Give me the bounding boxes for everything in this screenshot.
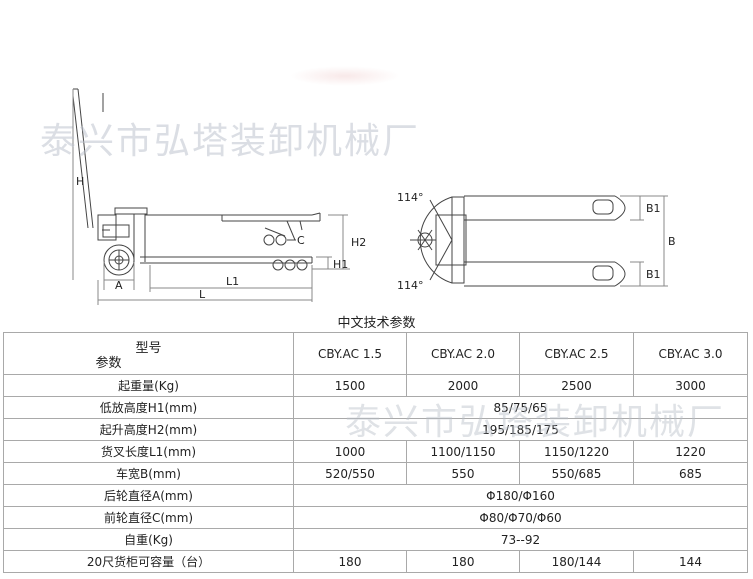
label-H2: H2 — [351, 236, 366, 249]
table-row: 低放高度H1(mm)85/75/65 — [3, 396, 748, 419]
table-caption: 中文技术参数 — [337, 316, 416, 331]
pallet-truck-drawing: H H2 H1 C A L1 L 114° 114° B B1 B1 — [72, 88, 676, 305]
label-angle-top: 114° — [397, 191, 424, 204]
merged-value-cell: Φ180/Φ160 — [293, 484, 748, 507]
param-name-cell: 起升高度H2(mm) — [3, 418, 294, 441]
label-B1-bottom: B1 — [646, 268, 661, 281]
spec-table: 型号 参数 CBY.AC 1.5 CBY.AC 2.0 CBY.AC 2.5 C… — [3, 332, 748, 573]
model-label: 型号 — [135, 341, 162, 356]
param-name-cell: 20尺货柜可容量（台） — [3, 550, 294, 573]
merged-value-cell: 73--92 — [293, 528, 748, 551]
param-name-cell: 后轮直径A(mm) — [3, 484, 294, 507]
merged-value-cell: 85/75/65 — [293, 396, 748, 419]
label-angle-bottom: 114° — [397, 279, 424, 292]
model-header: CBY.AC 2.0 — [406, 332, 520, 375]
model-header: CBY.AC 1.5 — [293, 332, 407, 375]
label-L1: L1 — [226, 275, 239, 288]
label-B1-top: B1 — [646, 202, 661, 215]
value-cell: 1500 — [293, 374, 407, 397]
label-B: B — [668, 235, 676, 248]
label-L: L — [199, 288, 206, 301]
value-cell: 1220 — [633, 440, 748, 463]
table-row: 后轮直径A(mm)Φ180/Φ160 — [3, 484, 748, 507]
merged-value-cell: 195/185/175 — [293, 418, 748, 441]
value-cell: 2000 — [406, 374, 520, 397]
label-A: A — [115, 279, 123, 292]
param-name-cell: 自重(Kg) — [3, 528, 294, 551]
param-name-cell: 前轮直径C(mm) — [3, 506, 294, 529]
param-label: 参数 — [95, 356, 122, 371]
label-C: C — [297, 234, 305, 247]
param-name-cell: 起重量(Kg) — [3, 374, 294, 397]
label-H1: H1 — [333, 258, 348, 271]
header-corner-cell: 型号 参数 — [3, 332, 294, 375]
table-header-row: 型号 参数 CBY.AC 1.5 CBY.AC 2.0 CBY.AC 2.5 C… — [3, 332, 748, 375]
value-cell: 1100/1150 — [406, 440, 520, 463]
merged-value-cell: Φ80/Φ70/Φ60 — [293, 506, 748, 529]
value-cell: 1150/1220 — [519, 440, 634, 463]
table-row: 起升高度H2(mm)195/185/175 — [3, 418, 748, 441]
label-H: H — [76, 175, 84, 188]
value-cell: 3000 — [633, 374, 748, 397]
side-view — [72, 88, 350, 305]
value-cell: 180/144 — [519, 550, 634, 573]
param-name-cell: 低放高度H1(mm) — [3, 396, 294, 419]
param-name-cell: 车宽B(mm) — [3, 462, 294, 485]
value-cell: 144 — [633, 550, 748, 573]
param-name-cell: 货叉长度L1(mm) — [3, 440, 294, 463]
value-cell: 685 — [633, 462, 748, 485]
value-cell: 550 — [406, 462, 520, 485]
table-row: 自重(Kg)73--92 — [3, 528, 748, 551]
value-cell: 520/550 — [293, 462, 407, 485]
value-cell: 2500 — [519, 374, 634, 397]
value-cell: 180 — [293, 550, 407, 573]
value-cell: 180 — [406, 550, 520, 573]
value-cell: 1000 — [293, 440, 407, 463]
pink-smear — [290, 66, 400, 86]
model-header: CBY.AC 3.0 — [633, 332, 748, 375]
value-cell: 550/685 — [519, 462, 634, 485]
table-row: 前轮直径C(mm)Φ80/Φ70/Φ60 — [3, 506, 748, 529]
model-header: CBY.AC 2.5 — [519, 332, 634, 375]
top-view — [410, 195, 668, 287]
